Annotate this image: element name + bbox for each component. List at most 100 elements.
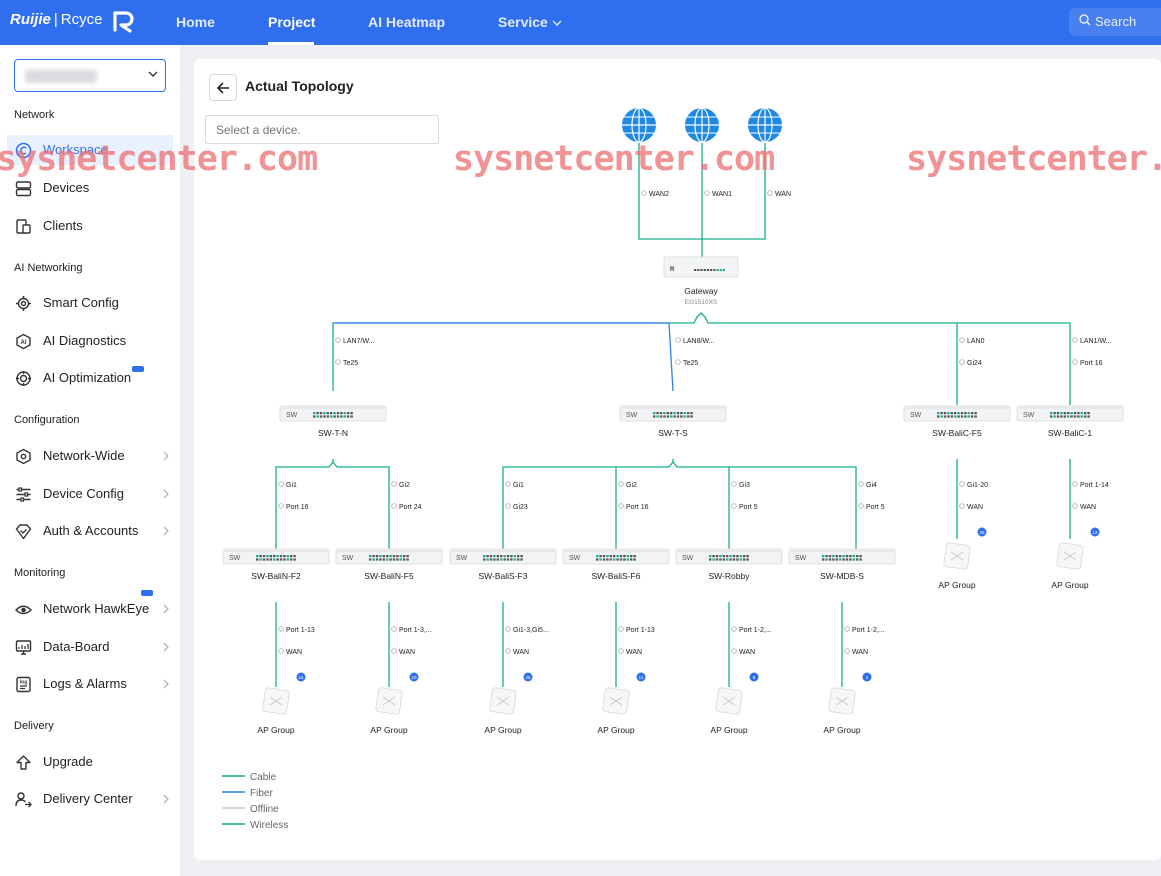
brand-logo[interactable]: Ruijie|Rcyce [10,11,102,28]
sidebar-item-network-hawkeye[interactable]: Network HawkEye [7,590,173,624]
switch-port [623,558,626,561]
sidebar-item-data-board[interactable]: Data-Board [7,632,173,662]
switch-port [483,555,486,558]
sidebar-item-network-wide[interactable]: Network-Wide [7,441,173,471]
switch-port [957,415,960,418]
sidebar-item-delivery-center[interactable]: Delivery Center [7,784,173,814]
switch-port [392,558,396,561]
sidebar-item-devices[interactable]: Devices [7,173,173,203]
sidebar-item-workspace[interactable]: Workspace [7,135,173,165]
ap-count-badge [636,672,646,682]
switch-name: SW-T-S [658,428,688,438]
switch-port [676,412,680,415]
page-title: Actual Topology [245,78,354,94]
back-button[interactable] [209,74,237,101]
sidebar-item-auth-accounts[interactable]: Auth & Accounts [7,516,173,546]
switch-port [729,558,732,561]
switch-port [849,555,852,558]
brand-separator: | [53,11,58,28]
chevron-right-icon [163,794,169,804]
gateway-port [713,269,716,271]
nav-home[interactable]: Home [176,14,215,30]
internet-globe-icon [685,107,719,143]
switch-port [971,412,974,415]
switch-port [372,558,375,561]
switch-port [656,415,659,418]
switch-tag: SW [910,412,922,419]
switch-port [513,555,516,558]
switch-port [279,558,283,561]
ap-glyph [835,696,849,706]
nav-project[interactable]: Project [268,14,316,30]
switch-tag: SW [229,555,241,562]
switch-name: SW-BaliC-1 [1048,428,1093,438]
beta-badge [141,590,153,596]
nav-ai-heatmap[interactable]: AI Heatmap [368,14,446,30]
sidebar-item-clients[interactable]: Clients [7,211,173,241]
switch-port [1053,412,1056,415]
switch-port [1060,415,1063,418]
switch-port [375,558,379,561]
nav-service-label: Service [498,14,548,30]
sidebar-item-upgrade[interactable]: Upgrade [7,747,173,777]
switch-port [273,558,276,561]
switch-port [950,415,953,418]
sidebar-item-smart-config[interactable]: Smart Config [7,288,173,318]
switch-port [382,558,385,561]
nav-service[interactable]: Service [498,14,562,30]
switch-port [396,558,399,561]
switch-port [350,412,353,415]
switch-port [626,558,629,561]
switch-port [403,555,406,558]
link [275,459,334,549]
switch-port [626,555,629,558]
project-selector[interactable] [14,59,166,92]
switch-top [280,406,386,409]
switch-port [709,555,712,558]
port-label: WAN [775,191,791,198]
upgrade-icon [16,755,31,770]
switch-port [389,555,392,558]
top-navigation-bar: Ruijie|Rcyce Home Project AI Heatmap Ser… [0,0,1161,45]
switch-port [279,555,283,558]
gateway-node: R [663,256,739,278]
switch-port [379,555,382,558]
section-delivery: Delivery [14,720,54,732]
internet-globe-icon [622,107,656,143]
sidebar-item-label: Devices [43,180,90,195]
switch-port [1050,415,1053,418]
switch-port [746,555,749,558]
legend-label: Wireless [250,820,288,831]
sidebar-item-ai-diagnostics[interactable]: AI AI Diagnostics [7,326,173,356]
switch-name: SW-BaliN-F2 [251,571,301,581]
ap-count-badge [977,527,987,537]
switch-port [845,558,849,561]
sidebar-item-label: Smart Config [43,295,119,310]
global-search[interactable]: Search [1069,8,1161,36]
switch-port [633,558,636,561]
switch-port [974,412,977,415]
switch-port [673,415,676,418]
ap-count-badge [296,672,306,682]
switch-port [712,555,715,558]
sidebar-item-device-config[interactable]: Device Config [7,479,173,509]
switch-port [743,555,746,558]
device-search-input[interactable] [205,115,439,144]
switch-port [666,412,669,415]
sidebar-item-logs-alarms[interactable]: log Logs & Alarms [7,669,173,699]
brand-sub: Rcyce [60,11,103,28]
switch-port [1073,412,1077,415]
switch-port [659,415,663,418]
switch-port [712,558,715,561]
sidebar-item-ai-optimization[interactable]: AI Optimization [7,363,173,393]
switch-port [369,555,372,558]
ap-count-badge [749,672,759,682]
switch-port [832,555,835,558]
switch-port [290,558,293,561]
port-label: Gi2 [626,482,637,489]
port-label: Port 24 [399,504,422,511]
switch-port [399,555,402,558]
switch-top [563,549,669,552]
chevron-right-icon [163,489,169,499]
